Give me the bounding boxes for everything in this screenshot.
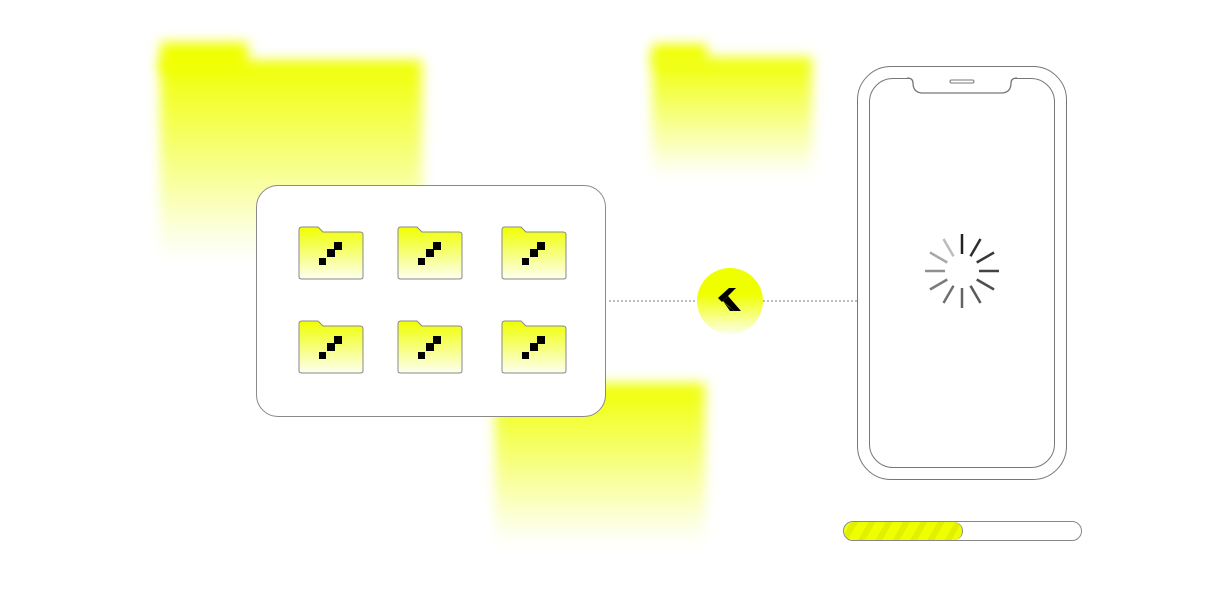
flutter-badge <box>697 268 763 334</box>
progress-fill <box>844 522 963 540</box>
spinner-spoke <box>942 285 955 304</box>
folder-icon[interactable] <box>298 320 364 374</box>
phone-notch <box>906 77 1018 94</box>
spinner-spoke <box>969 285 982 304</box>
loading-spinner-icon <box>925 234 999 308</box>
flutter-logo-icon <box>718 288 741 311</box>
connector-right <box>763 300 857 302</box>
folder-grid-card <box>256 185 606 417</box>
background-folder-tab <box>160 42 248 72</box>
spinner-spoke <box>976 251 995 264</box>
background-folder-top-tab <box>652 44 707 64</box>
folder-icon[interactable] <box>501 320 567 374</box>
folder-icon[interactable] <box>397 320 463 374</box>
spinner-spoke <box>976 278 995 291</box>
spinner-spoke <box>942 238 955 257</box>
folder-icon[interactable] <box>397 226 463 280</box>
progress-bar <box>843 521 1082 541</box>
spinner-spoke <box>929 278 948 291</box>
spinner-spoke <box>969 238 982 257</box>
spinner-spoke <box>929 251 948 264</box>
connector-left <box>604 300 699 302</box>
folder-icon[interactable] <box>501 226 567 280</box>
folder-icon[interactable] <box>298 226 364 280</box>
background-folder-top <box>652 57 812 175</box>
phone-frame <box>857 66 1067 480</box>
